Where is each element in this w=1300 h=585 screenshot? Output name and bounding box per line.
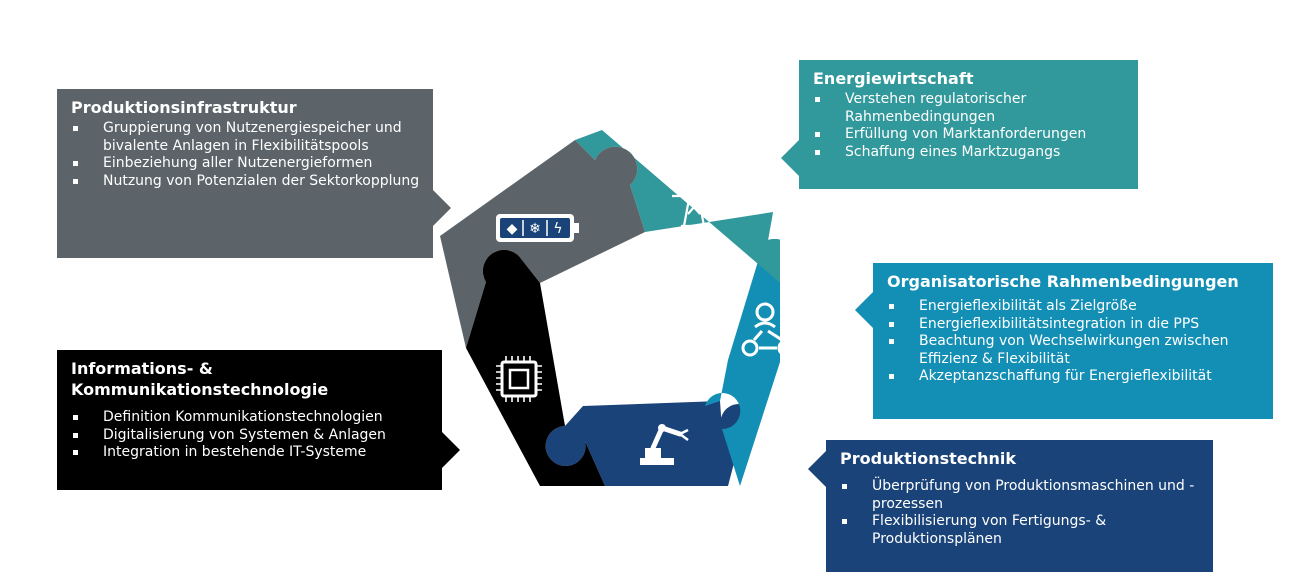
callout-list: Definition Kommunikationstechnologien Di… xyxy=(71,409,430,462)
robot-arm-icon xyxy=(640,424,689,465)
callout-list: Überprüfung von Produktionsmaschinen und… xyxy=(840,478,1201,548)
list-item: Energieflexibilitätsintegration in die P… xyxy=(887,316,1261,334)
list-item: Flexibilisierung von Fertigungs- & Produ… xyxy=(840,513,1201,548)
power-pylon-icon xyxy=(672,171,716,228)
segment-produktionsinfrastruktur xyxy=(440,140,645,348)
list-item: Digitalisierung von Systemen & Anlagen xyxy=(71,427,430,445)
svg-text:◆: ◆ xyxy=(507,221,518,237)
list-item: Beachtung von Wechselwirkungen zwischen … xyxy=(887,333,1261,368)
callout-list: Energieflexibilität als Zielgröße Energi… xyxy=(887,298,1261,386)
callout-title: Produktionsinfrastruktur xyxy=(71,98,297,117)
segment-produktionstechnik xyxy=(545,401,757,486)
list-item: Akzeptanzschaffung für Energieflexibilit… xyxy=(887,368,1261,386)
callout-list: Gruppierung von Nutzenergiespeicher und … xyxy=(71,120,421,190)
callout-pointer xyxy=(781,140,799,176)
callout-produktionstechnik: Produktionstechnik Überprüfung von Produ… xyxy=(826,440,1213,572)
callout-produktionsinfrastruktur: Produktionsinfrastruktur Gruppierung von… xyxy=(57,89,433,258)
callout-pointer xyxy=(808,451,826,487)
list-item: Einbeziehung aller Nutzenergieformen xyxy=(71,155,421,173)
callout-iuk: Informations- & Kommunikationstechnologi… xyxy=(57,350,442,490)
svg-text:ϟ: ϟ xyxy=(553,221,562,237)
list-item: Verstehen regulatorischer Rahmenbedingun… xyxy=(813,91,1126,126)
callout-title: Organisatorische Rahmenbedingungen xyxy=(887,272,1239,291)
org-people-icon xyxy=(741,302,780,357)
callout-title: Energiewirtschaft xyxy=(813,69,974,88)
list-item: Nutzung von Potenzialen der Sektorkopplu… xyxy=(71,173,421,191)
svg-text:❄: ❄ xyxy=(529,221,541,237)
list-item: Definition Kommunikationstechnologien xyxy=(71,409,430,427)
callout-title: Produktionstechnik xyxy=(840,449,1017,468)
list-item: Energieflexibilität als Zielgröße xyxy=(887,298,1261,316)
list-item: Schaffung eines Marktzugangs xyxy=(813,144,1126,162)
puzzle-pentagon: ◆ ❄ ϟ xyxy=(440,130,780,486)
callout-pointer xyxy=(855,292,873,328)
segment-energiewirtschaft xyxy=(575,130,780,283)
list-item: Überprüfung von Produktionsmaschinen und… xyxy=(840,478,1201,513)
callout-organisatorisch: Organisatorische Rahmenbedingungen Energ… xyxy=(873,263,1273,419)
callout-pointer xyxy=(442,432,460,468)
callout-pointer xyxy=(433,190,451,226)
list-item: Erfüllung von Marktanforderungen xyxy=(813,126,1126,144)
callout-energiewirtschaft: Energiewirtschaft Verstehen regulatorisc… xyxy=(799,60,1138,189)
battery-energy-forms-icon: ◆ ❄ ϟ xyxy=(496,214,579,242)
callout-title: Informations- & Kommunikationstechnologi… xyxy=(71,359,329,399)
list-item: Integration in bestehende IT-Systeme xyxy=(71,444,430,462)
list-item: Gruppierung von Nutzenergiespeicher und … xyxy=(71,120,421,155)
callout-list: Verstehen regulatorischer Rahmenbedingun… xyxy=(813,91,1126,161)
microchip-icon xyxy=(496,356,542,402)
